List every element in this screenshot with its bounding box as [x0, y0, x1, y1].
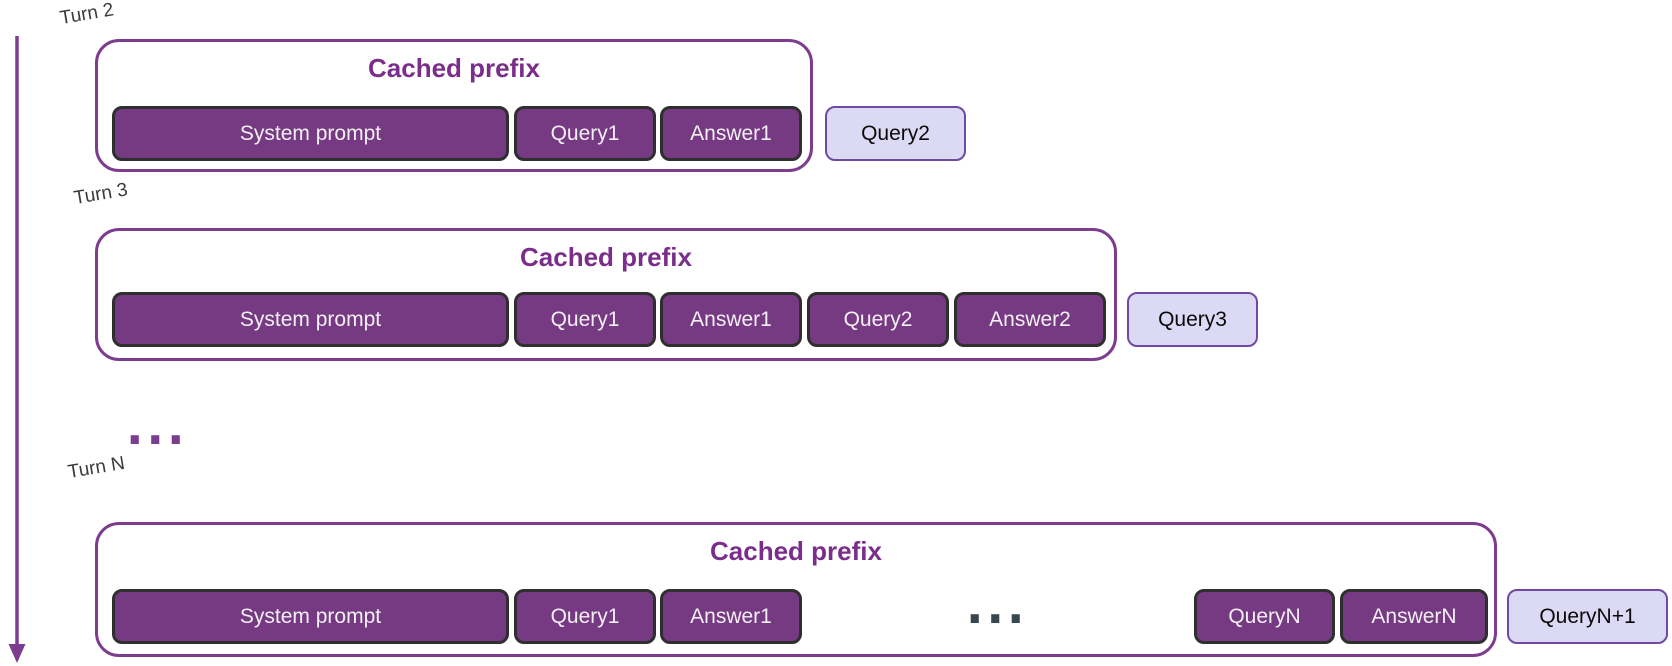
turn-3-new-query-pill: Query3	[1127, 292, 1258, 347]
turn-2-new-query-pill: Query2	[825, 106, 966, 161]
turn-3-segment-query1: Query1	[514, 292, 656, 347]
between-turns-ellipsis: ...	[126, 401, 188, 455]
turn-n-new-query-pill: QueryN+1	[1507, 589, 1668, 644]
turn-3-segment-system-prompt: System prompt	[112, 292, 509, 347]
turn-2-segment-query1: Query1	[514, 106, 656, 161]
turn-2-label: Turn 2	[58, 0, 116, 30]
turn-3-segment-answer1: Answer1	[660, 292, 802, 347]
turn-n-cached-prefix-title: Cached prefix	[710, 536, 882, 566]
turn-n-segment-system-prompt: System prompt	[112, 589, 509, 644]
turn-3-label: Turn 3	[72, 179, 130, 210]
turn-2-segment-answer1: Answer1	[660, 106, 802, 161]
turn-3-segment-query2: Query2	[807, 292, 949, 347]
turn-3-cached-prefix-title: Cached prefix	[520, 242, 692, 272]
turn-n-label: Turn N	[66, 452, 127, 484]
turn-n-omitted-segments-ellipsis: ...	[966, 580, 1028, 634]
turn-2-segment-system-prompt: System prompt	[112, 106, 509, 161]
turn-progression-arrow-icon	[8, 36, 26, 663]
turn-3-segment-answer2: Answer2	[954, 292, 1106, 347]
turn-n-segment-answer1: Answer1	[660, 589, 802, 644]
turn-n-segment-queryn: QueryN	[1194, 589, 1335, 644]
turn-n-segment-answern: AnswerN	[1340, 589, 1488, 644]
turn-n-segment-query1: Query1	[514, 589, 656, 644]
turn-2-cached-prefix-title: Cached prefix	[368, 53, 540, 83]
